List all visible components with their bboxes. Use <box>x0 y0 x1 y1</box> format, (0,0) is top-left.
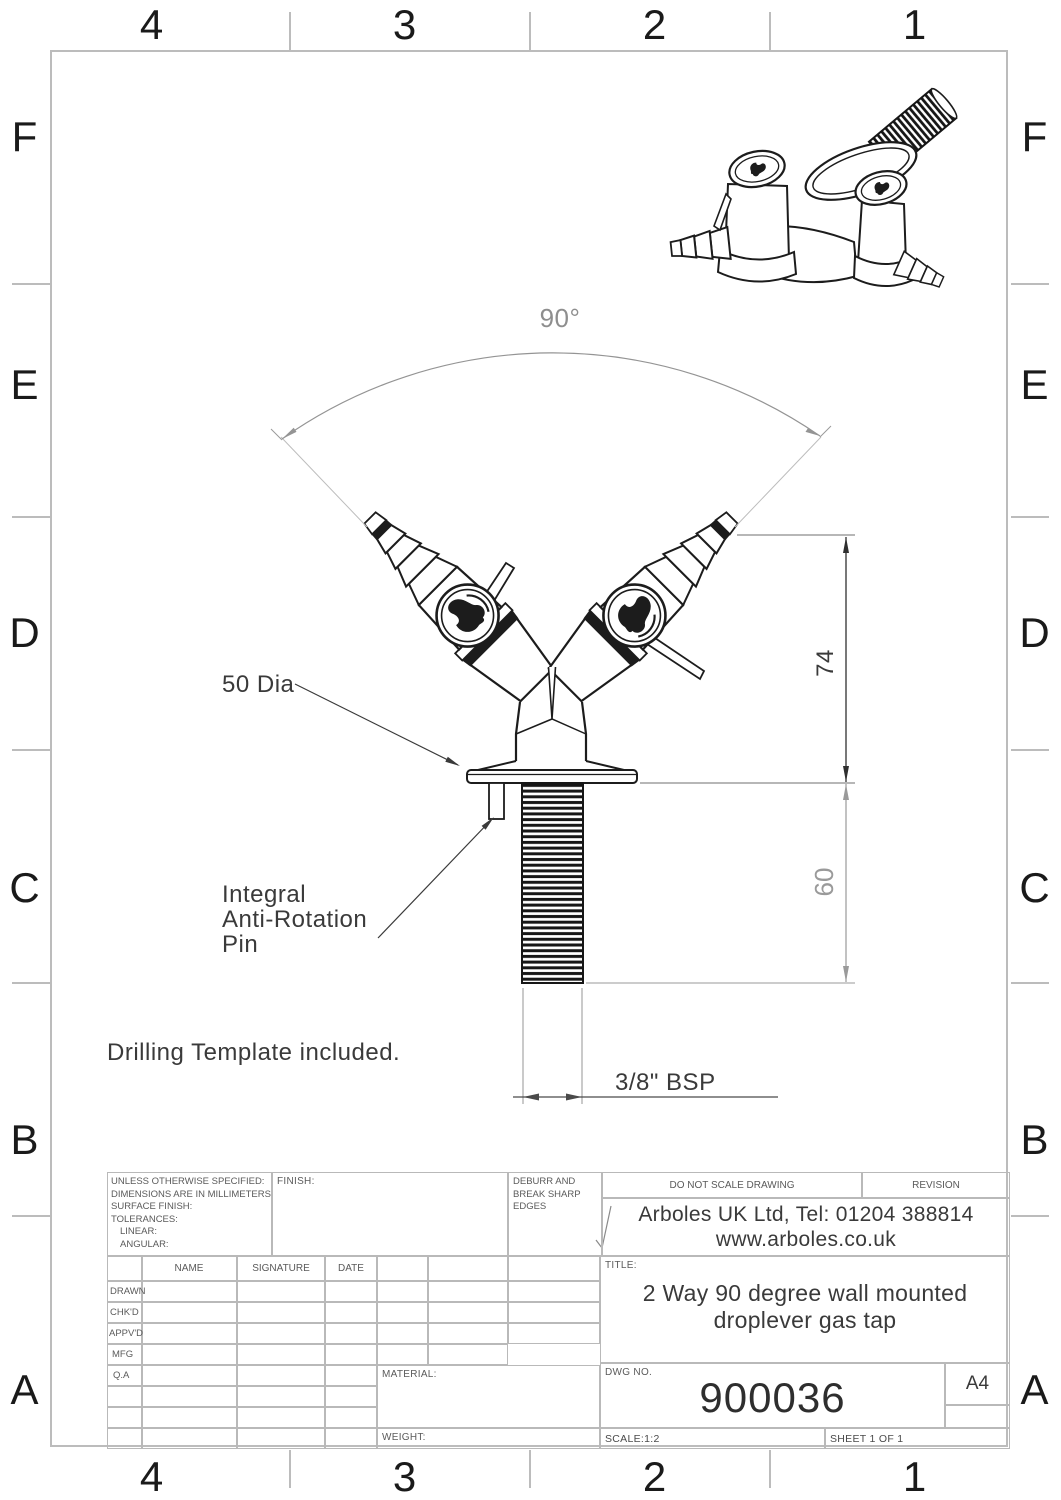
anti-rotation-pin <box>488 782 505 820</box>
zone-row-label: D <box>9 609 41 656</box>
sheet-value: SHEET 1 OF 1 <box>830 1433 904 1445</box>
company-name: Arboles UK Ltd, Tel: 01204 388814 <box>638 1203 974 1226</box>
zone-tick <box>1011 283 1049 285</box>
zone-col-label: 4 <box>139 1453 165 1500</box>
zone-col-label: 1 <box>902 1453 928 1500</box>
zone-row-label: D <box>1019 609 1051 656</box>
zone-row-label: C <box>1019 864 1051 911</box>
zone-col-label: 2 <box>642 1453 668 1500</box>
weight-box <box>377 1428 600 1449</box>
company-url: www.arboles.co.uk <box>715 1228 897 1251</box>
front-view <box>345 493 757 984</box>
title-box <box>600 1256 1010 1363</box>
paper-size-box <box>945 1363 1010 1405</box>
material-box <box>377 1365 600 1428</box>
zone-col-label: 2 <box>642 1 668 48</box>
zone-tick <box>1011 1215 1049 1217</box>
pin-note-line1: Integral <box>222 881 306 908</box>
row-label-mfg: MFG <box>112 1349 134 1360</box>
zone-tick <box>12 516 50 518</box>
template-note: Drilling Template included. <box>107 1039 400 1066</box>
zone-row-label: E <box>1020 361 1050 408</box>
scale-box <box>600 1428 825 1449</box>
revision-box <box>862 1172 1010 1198</box>
flange-plate <box>466 769 638 784</box>
scale-value: SCALE:1:2 <box>605 1433 660 1445</box>
row-label-appvd: APPV'D <box>109 1328 144 1339</box>
revision-label: REVISION <box>912 1180 960 1191</box>
do-not-scale-label: DO NOT SCALE DRAWING <box>669 1180 795 1191</box>
paper-size: A4 <box>965 1373 990 1394</box>
zone-col-label: 3 <box>392 1 418 48</box>
deburr-box <box>508 1172 602 1256</box>
threaded-stem <box>521 782 584 984</box>
flange-dia-label: 50 Dia <box>222 671 295 698</box>
zone-tick <box>1011 749 1049 751</box>
height-dim-label: 74 <box>812 649 839 677</box>
weight-label: WEIGHT: <box>382 1432 426 1443</box>
dwg-no-label: DWG NO. <box>605 1367 653 1378</box>
zone-tick <box>12 283 50 285</box>
zone-col-label: 1 <box>902 1 928 48</box>
drawing-title: 2 Way 90 degree wall mounted droplever g… <box>642 1280 968 1333</box>
zone-row-label: B <box>1020 1116 1050 1163</box>
valve-arm-right <box>540 493 757 710</box>
zone-tick <box>289 12 291 50</box>
drop-lever-right <box>645 634 706 681</box>
material-label: MATERIAL: <box>382 1369 437 1380</box>
row-label-chkd: CHK'D <box>110 1307 139 1318</box>
zone-tick <box>529 12 531 50</box>
title-label: TITLE: <box>605 1260 637 1271</box>
isometric-view <box>668 87 958 295</box>
zone-tick <box>12 982 50 984</box>
company-box <box>602 1198 1010 1256</box>
name-header: NAME <box>174 1263 204 1274</box>
dwg-number: 900036 <box>699 1374 846 1421</box>
pin-note-line2: Anti-Rotation <box>222 906 367 933</box>
zone-tick <box>769 1450 771 1488</box>
angle-dim-label: 90° <box>540 303 581 333</box>
deburr-note: DEBURR AND BREAK SHARP EDGES <box>513 1176 581 1213</box>
company-info: Arboles UK Ltd, Tel: 01204 388814 www.ar… <box>602 1198 1010 1256</box>
pin-note-line3: Pin <box>222 931 258 958</box>
zone-row-label: A <box>1020 1366 1050 1413</box>
tolerance-notes: UNLESS OTHERWISE SPECIFIED: DIMENSIONS A… <box>111 1176 271 1250</box>
signature-header: SIGNATURE <box>252 1263 310 1274</box>
zone-row-label: B <box>10 1116 40 1163</box>
zone-tick <box>12 749 50 751</box>
row-label-qa: Q.A <box>113 1370 130 1381</box>
dimensions: 90° 74 60 3/8" BSP 50 Dia <box>107 303 855 1250</box>
zone-row-label: E <box>10 361 40 408</box>
valve-arm-left <box>345 493 562 710</box>
thread-length-dim-label: 60 <box>809 868 839 897</box>
zone-tick <box>769 12 771 50</box>
zone-col-label: 4 <box>139 1 165 48</box>
thread-spec-label: 3/8" BSP <box>615 1069 716 1096</box>
date-header: DATE <box>338 1263 364 1274</box>
drawing-frame <box>50 50 1008 1447</box>
zone-tick <box>529 1450 531 1488</box>
zone-row-label: F <box>1021 113 1049 160</box>
zone-col-label: 3 <box>392 1453 418 1500</box>
row-label-drawn: DRAWN <box>110 1286 146 1297</box>
zone-tick <box>1011 982 1049 984</box>
tolerance-box <box>107 1172 272 1256</box>
dwg-no-box <box>600 1363 945 1428</box>
zone-row-label: F <box>11 113 39 160</box>
zone-row-label: A <box>10 1366 40 1413</box>
zone-tick <box>289 1450 291 1488</box>
finish-label: FINISH: <box>277 1176 315 1187</box>
zone-tick <box>12 1215 50 1217</box>
do-not-scale-box <box>602 1172 862 1198</box>
zone-row-label: C <box>9 864 41 911</box>
finish-box <box>272 1172 508 1256</box>
zone-tick <box>1011 516 1049 518</box>
sheet-box <box>825 1428 1010 1449</box>
